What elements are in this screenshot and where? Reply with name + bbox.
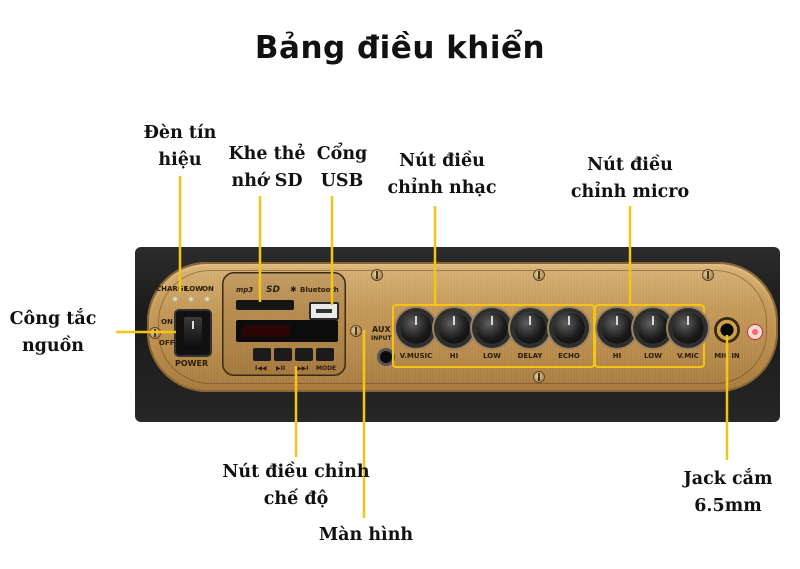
knob-echo[interactable]	[553, 312, 585, 344]
mode-label: MODE	[316, 365, 337, 372]
usb-port[interactable]	[309, 302, 339, 320]
prev-label: I◀◀	[255, 365, 267, 372]
prev-button[interactable]	[253, 348, 271, 361]
red-indicator	[748, 325, 762, 339]
screw-top-center	[372, 270, 382, 280]
mode-button[interactable]	[316, 348, 334, 361]
page-title: Bảng điều khiển	[254, 30, 546, 66]
sd-logo: SD	[266, 285, 280, 295]
knob-mic-hi[interactable]	[601, 312, 633, 344]
knob-music-low[interactable]	[476, 312, 508, 344]
bluetooth-label: Bluetooth	[300, 286, 339, 294]
screw-top	[534, 270, 544, 280]
sd-card-slot[interactable]	[236, 300, 294, 310]
led-label-charge: CHARGE	[156, 285, 189, 293]
led-display	[236, 320, 338, 342]
screw-top-right	[703, 270, 713, 280]
callout-screen: Màn hình	[318, 525, 414, 545]
aux-label: AUX	[372, 325, 391, 334]
knob-music-hi[interactable]	[438, 312, 470, 344]
label-music-hi: HI	[449, 352, 459, 360]
aux-input-jack[interactable]	[380, 351, 392, 363]
knob-v-mic[interactable]	[672, 312, 704, 344]
logo-mark: mp3	[236, 286, 254, 294]
next-button[interactable]	[295, 348, 313, 361]
label-mic-low: LOW	[644, 352, 662, 360]
led-label-low: LOW	[185, 285, 203, 293]
label-music-low: LOW	[483, 352, 501, 360]
label-mic-hi: HI	[612, 352, 622, 360]
label-v-mic: V.MIC	[677, 352, 699, 360]
rocker-icon	[184, 317, 202, 349]
led-low	[188, 296, 194, 302]
next-label: ▶▶I	[297, 365, 309, 372]
play-pause-button[interactable]	[274, 348, 292, 361]
label-v-music: V.MUSIC	[399, 352, 433, 360]
play-label: ▶II	[276, 365, 286, 372]
power-label: POWER	[175, 359, 209, 368]
aux-input-label: INPUT	[371, 335, 392, 342]
switch-on-label: ON	[161, 318, 173, 326]
label-delay: DELAY	[517, 352, 543, 360]
led-charge	[172, 296, 178, 302]
knob-v-music[interactable]	[400, 312, 432, 344]
bluetooth-icon: ✱	[290, 285, 297, 294]
knob-mic-low[interactable]	[637, 312, 669, 344]
switch-off-label: OFF	[159, 339, 175, 347]
led-label-on: ON	[202, 285, 214, 293]
power-switch[interactable]	[176, 311, 210, 355]
led-on	[204, 296, 210, 302]
screw-bottom	[534, 372, 544, 382]
knob-delay[interactable]	[514, 312, 546, 344]
mic-knob-group	[594, 304, 705, 368]
screw-center	[351, 326, 361, 336]
label-echo: ECHO	[558, 352, 580, 360]
